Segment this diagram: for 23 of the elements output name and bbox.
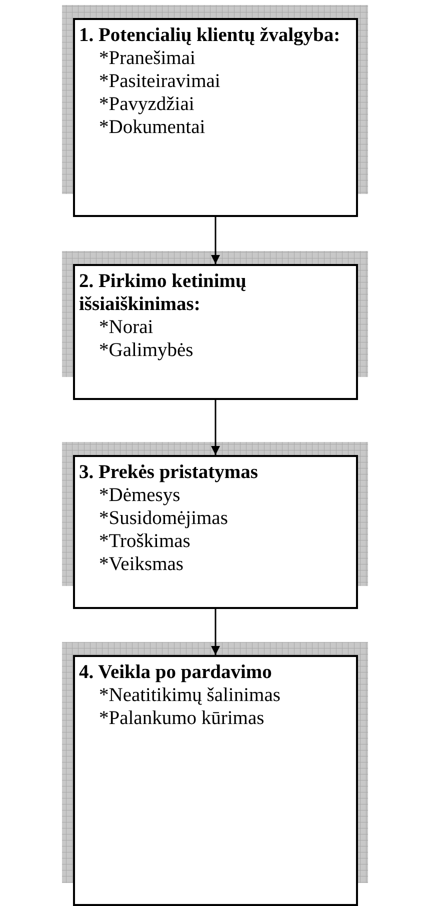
list-item: *Veiksmas: [99, 553, 184, 576]
list-item: *Neatitikimų šalinimas: [99, 684, 280, 707]
arrow: [211, 609, 220, 655]
process-box: [73, 655, 358, 906]
step-heading: 3. Prekės pristatymas: [79, 461, 259, 484]
list-item: *Susidomėjimas: [99, 507, 228, 530]
list-item: *Norai: [99, 316, 154, 339]
process-box: [73, 455, 358, 609]
list-item: *Galimybės: [99, 339, 194, 362]
list-item: *Dokumentai: [99, 116, 206, 139]
list-item: *Palankumo kūrimas: [99, 707, 264, 730]
list-item: *Pranešimai: [99, 47, 196, 70]
process-box: [73, 18, 358, 217]
step-heading: 4. Veikla po pardavimo: [79, 661, 273, 684]
arrow: [211, 217, 220, 264]
list-item: *Dėmesys: [99, 484, 180, 507]
arrow: [211, 400, 220, 455]
list-item: *Troškimas: [99, 530, 190, 553]
step-heading: 2. Pirkimo ketinimų išsiaiškinimas:: [79, 270, 248, 316]
step-heading: 1. Potencialių klientų žvalgyba:: [79, 24, 342, 47]
list-item: *Pasiteiravimai: [99, 70, 220, 93]
list-item: *Pavyzdžiai: [99, 93, 194, 116]
process-box: [73, 264, 358, 400]
